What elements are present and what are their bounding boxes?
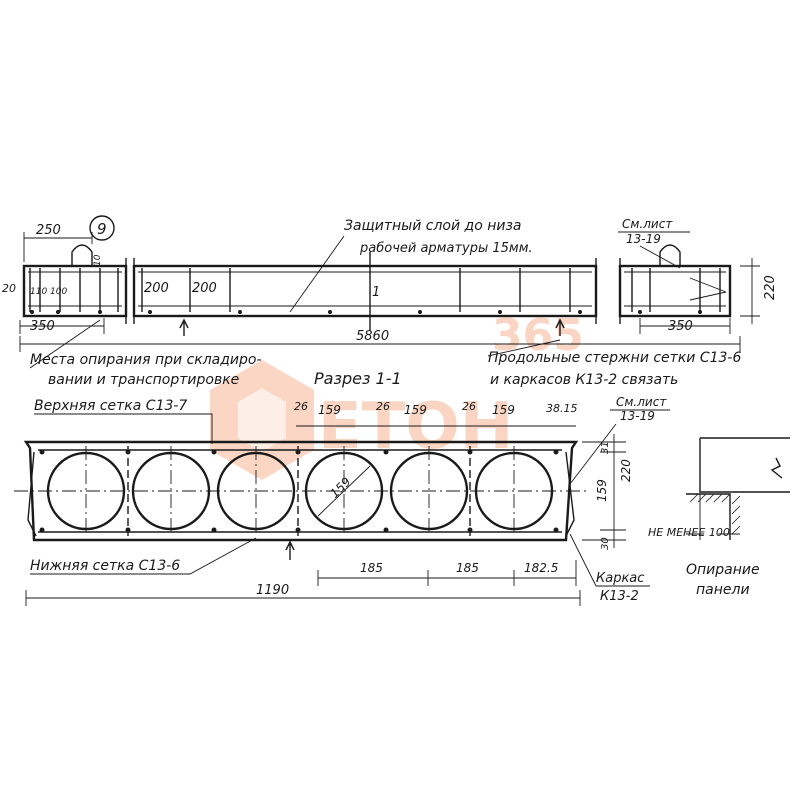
support-dim xyxy=(686,494,740,540)
detail-bubble-label: 9 xyxy=(97,220,107,238)
reinforcement-longitudinal xyxy=(28,271,726,307)
lower-mesh-label: Нижняя сетка С13-6 xyxy=(30,558,180,574)
section-see-sheet-leader xyxy=(569,409,670,485)
dim-220-line xyxy=(740,258,760,324)
section-title: Разрез 1-1 xyxy=(314,369,402,388)
rebar-dots xyxy=(30,310,702,314)
top-dim-3: 26 xyxy=(376,400,390,413)
top-dim-5: 26 xyxy=(462,400,476,413)
dim-350-left: 350 xyxy=(30,319,55,334)
frame-label-line1: Каркас xyxy=(596,571,644,586)
lifting-loop-right xyxy=(659,244,681,266)
hole-diameter: 159 xyxy=(327,475,353,501)
top-dim-6: 159 xyxy=(492,403,515,417)
dim-5860: 5860 xyxy=(356,329,389,344)
support-arrows xyxy=(179,318,565,336)
dim-250: 250 xyxy=(36,223,61,238)
support-panel-outline xyxy=(699,437,790,493)
top-dim-1: 26 xyxy=(294,400,308,413)
note-longitudinal-line1: Продольные стержни сетки С13-6 xyxy=(488,350,741,366)
right-dim-mid: 159 xyxy=(595,479,609,502)
panel-elevation: 9 250 10 20 110 100 200 200 220 350 5860… xyxy=(2,215,778,388)
right-dim-lines xyxy=(582,434,626,548)
hole-dia-leader xyxy=(317,465,371,517)
support-hatch xyxy=(689,493,741,535)
break-lines xyxy=(125,252,621,330)
watermark-number: 365 xyxy=(492,310,584,361)
bottom-dim-1: 185 xyxy=(360,561,383,575)
support-min-label: НЕ МЕНЕЕ 100 xyxy=(648,526,730,539)
dim-350-right-line xyxy=(639,318,731,334)
note-bearing-leader xyxy=(29,319,101,369)
dim-200-b: 200 xyxy=(192,281,217,296)
section-see-sheet-line1: См.лист xyxy=(616,395,667,409)
top-dim-7: 38.15 xyxy=(546,402,578,415)
reinforcement-transverse xyxy=(29,268,721,312)
dim-220-elevation: 220 xyxy=(763,275,778,300)
panel-section: Разрез 1-1 159 xyxy=(14,369,670,606)
note-longitudinal-line2: и каркасов К13-2 связать xyxy=(490,372,678,388)
top-dim-2: 159 xyxy=(318,403,341,417)
note-protective-line1: Защитный слой до низа xyxy=(344,218,521,234)
frame-leader xyxy=(569,533,650,587)
dim-5860-line xyxy=(19,336,741,352)
note-protective-line2: рабочей арматуры 15мм. xyxy=(359,241,533,256)
support-detail: НЕ МЕНЕЕ 100 Опирание панели xyxy=(648,437,790,598)
upper-mesh-label: Верхняя сетка С13-7 xyxy=(34,398,187,414)
dim-350-left-line xyxy=(19,318,105,334)
section-rebar-dots xyxy=(39,449,559,533)
frame-label-line2: К13-2 xyxy=(600,589,639,604)
upper-mesh-leader xyxy=(34,413,213,444)
dim-10: 10 xyxy=(93,254,103,266)
note-bearing-line2: вании и транспортировке xyxy=(48,372,239,388)
right-dim-bottom: 30 xyxy=(600,537,611,550)
dim-110: 110 xyxy=(30,287,47,297)
watermark-logo-inner-icon xyxy=(238,388,286,452)
section-width: 1190 xyxy=(256,583,289,598)
note-see-sheet-line1: См.лист xyxy=(622,217,673,231)
frame-lines xyxy=(127,446,471,536)
detail-bubble xyxy=(89,215,115,241)
note-see-sheet-line2: 13-19 xyxy=(626,232,661,246)
top-dim-4: 159 xyxy=(404,403,427,417)
right-dim-top: 31 xyxy=(600,441,611,454)
lower-mesh-leader xyxy=(30,537,257,575)
note-longitudinal-leader xyxy=(487,339,561,357)
note-protective-leader xyxy=(289,235,345,313)
right-detail-lines xyxy=(689,277,727,301)
lifting-loop-left xyxy=(71,244,93,266)
note-see-sheet-leader xyxy=(618,231,690,269)
section-see-sheet-line2: 13-19 xyxy=(620,409,655,423)
dim-20-left: 20 xyxy=(2,282,16,295)
section-chamfers xyxy=(27,451,575,537)
dim-250-line xyxy=(23,232,93,262)
section-mesh-lines xyxy=(38,449,562,533)
section-mark: 1 xyxy=(372,285,380,300)
dim-200-a: 200 xyxy=(144,281,169,296)
bottom-dim-line xyxy=(317,560,577,586)
support-title-line1: Опирание xyxy=(686,562,760,578)
support-title-line2: панели xyxy=(696,582,750,598)
support-break-line xyxy=(770,457,783,479)
bottom-dim-3: 182.5 xyxy=(524,561,558,575)
watermark-word: ЕТОН xyxy=(318,390,513,464)
bottom-dim-2: 185 xyxy=(456,561,479,575)
width-dim-line xyxy=(25,590,581,606)
elevation-right-end xyxy=(618,264,732,318)
section-outline xyxy=(23,440,579,542)
dim-350-right: 350 xyxy=(668,319,693,334)
section-support-arrow xyxy=(285,540,295,560)
section-height: 220 xyxy=(619,459,633,482)
note-bearing-line1: Места опирания при складиро- xyxy=(30,352,262,368)
dim-100: 100 xyxy=(50,287,67,297)
